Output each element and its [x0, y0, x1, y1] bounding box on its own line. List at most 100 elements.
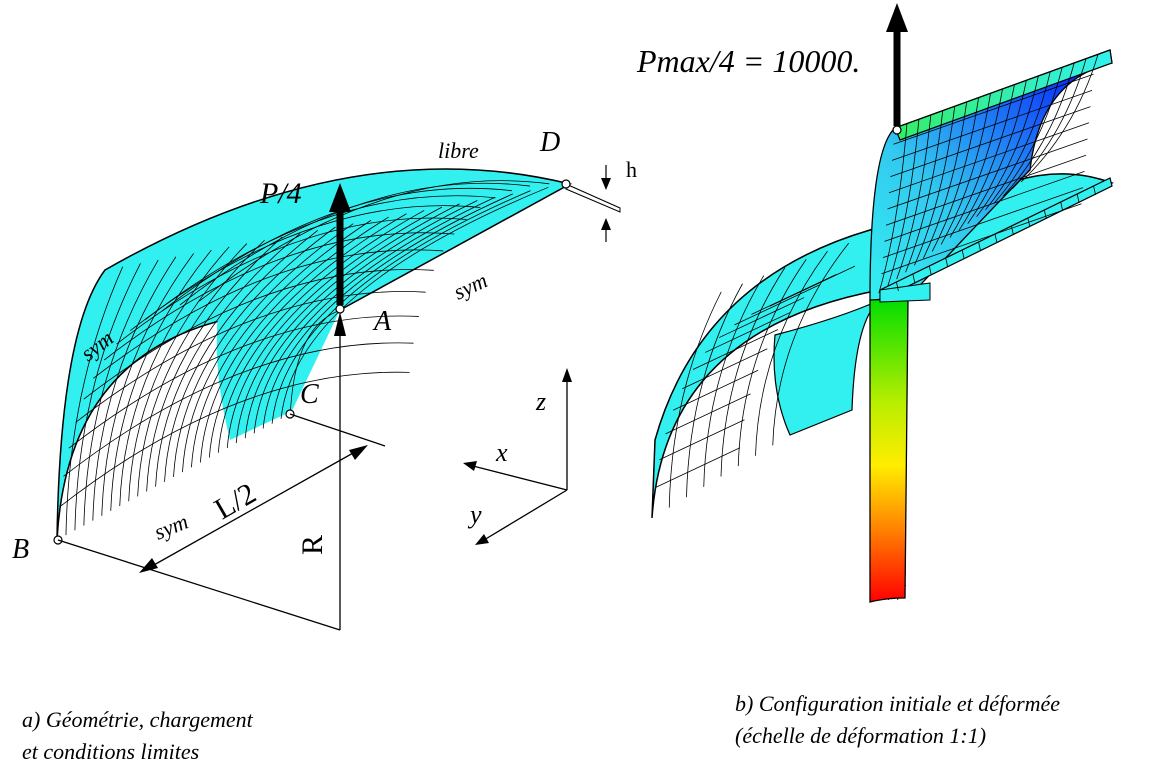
mesh-line — [262, 193, 513, 429]
mesh-line — [945, 257, 949, 268]
caption-a-line1: a) Géométrie, chargement — [22, 707, 253, 732]
mesh-line — [967, 80, 1027, 224]
mesh-line — [692, 329, 779, 370]
coordinate-axes: z x y — [463, 368, 572, 545]
load-label-a: P/4 — [259, 177, 302, 210]
mesh-line — [1003, 62, 1075, 197]
mesh-line — [83, 269, 434, 400]
mesh-line — [686, 283, 743, 498]
mesh-line — [914, 106, 956, 266]
thickness-label: h — [626, 157, 637, 182]
mesh-line — [891, 90, 1093, 161]
mesh-line — [882, 187, 1084, 258]
mesh-line — [985, 71, 1051, 210]
mesh-line — [703, 275, 765, 487]
caption-b: b) Configuration initiale et déformée (é… — [735, 688, 1060, 752]
z-axis-label: z — [535, 387, 546, 416]
mesh-line — [737, 259, 807, 467]
mesh-line — [931, 97, 980, 252]
mesh-line — [885, 154, 1087, 226]
mesh-line — [940, 93, 991, 245]
mesh-line — [890, 106, 1091, 177]
mesh-line — [59, 371, 410, 508]
shell-surface-a — [56, 168, 573, 541]
mesh-line — [705, 312, 791, 353]
mesh-line — [718, 297, 805, 338]
mesh-line — [280, 186, 549, 419]
mesh-line — [1060, 201, 1064, 212]
mesh-line — [93, 249, 444, 379]
caption-a: a) Géométrie, chargement et conditions l… — [22, 704, 253, 768]
mesh-line — [893, 73, 1094, 145]
mesh-line — [119, 246, 230, 507]
mesh-line — [905, 110, 944, 273]
mesh-grid-c — [878, 54, 1099, 294]
mesh-line — [772, 242, 850, 446]
load-point-marker-b — [892, 125, 902, 135]
mesh-line — [104, 232, 455, 361]
mesh-line — [896, 281, 899, 292]
mesh-line — [928, 265, 932, 276]
mesh-line — [179, 182, 530, 306]
mesh-line — [769, 265, 856, 307]
thickness-strip — [565, 183, 621, 213]
mesh-line — [884, 171, 1085, 242]
point-a-label: A — [372, 306, 392, 337]
mesh-line — [665, 393, 751, 435]
mesh-line — [191, 220, 372, 468]
mesh-line — [173, 226, 336, 478]
mesh-line — [922, 101, 968, 259]
point-a-marker — [335, 304, 345, 314]
mesh-line — [720, 267, 786, 477]
mesh-line — [137, 239, 265, 497]
mesh-line — [949, 88, 1003, 238]
mesh-line — [668, 291, 722, 508]
mesh-line — [217, 210, 425, 453]
mesh-line — [881, 203, 1082, 275]
mesh-line — [896, 114, 932, 280]
mesh-line — [101, 253, 194, 516]
mesh-line — [226, 206, 443, 448]
mesh-line — [682, 348, 768, 390]
mesh-line — [65, 266, 124, 536]
mesh-line — [961, 249, 965, 260]
mesh-line — [146, 236, 283, 492]
mesh-line — [1020, 54, 1099, 183]
mesh-line — [734, 284, 820, 326]
mesh-line — [253, 196, 496, 434]
mesh-line — [182, 223, 354, 473]
mesh-line — [887, 138, 1088, 210]
flange-slab — [879, 282, 931, 303]
mesh-line — [1011, 58, 1087, 190]
mesh-line — [1093, 185, 1096, 196]
shell-front-arc — [289, 309, 341, 415]
point-d-marker — [561, 179, 571, 189]
mesh-line — [1011, 225, 1014, 236]
sym-label-bottom: sym — [151, 509, 192, 545]
mesh-line — [145, 195, 496, 320]
mesh-line — [199, 180, 550, 302]
figure-a-geometry: P/4 libre A B C D h sym sym sym L/2 R — [12, 127, 637, 631]
mesh-line — [994, 233, 998, 244]
load-label-b: Pmax/4 = 10000. — [636, 43, 860, 79]
mesh-line — [208, 213, 407, 458]
mesh-line — [912, 273, 916, 284]
shell-front-face — [216, 299, 340, 440]
half-length-label: L/2 — [209, 477, 262, 526]
deformed-wall-lower — [869, 297, 909, 603]
mesh-line — [83, 259, 159, 526]
figure-b-deformed: Pmax/4 = 10000. — [636, 3, 1114, 603]
mesh-line — [155, 233, 301, 487]
mesh-line — [978, 241, 981, 252]
mesh-line — [128, 243, 248, 502]
initial-shell-front — [773, 299, 881, 436]
point-c-label: C — [300, 379, 319, 410]
mesh-line — [659, 419, 745, 461]
mesh-line — [958, 84, 1015, 231]
mesh-line — [654, 447, 741, 489]
mesh-line — [164, 229, 319, 482]
mesh-line — [92, 256, 177, 521]
mesh-line — [672, 369, 759, 411]
dimension-arrowheads — [139, 178, 611, 573]
